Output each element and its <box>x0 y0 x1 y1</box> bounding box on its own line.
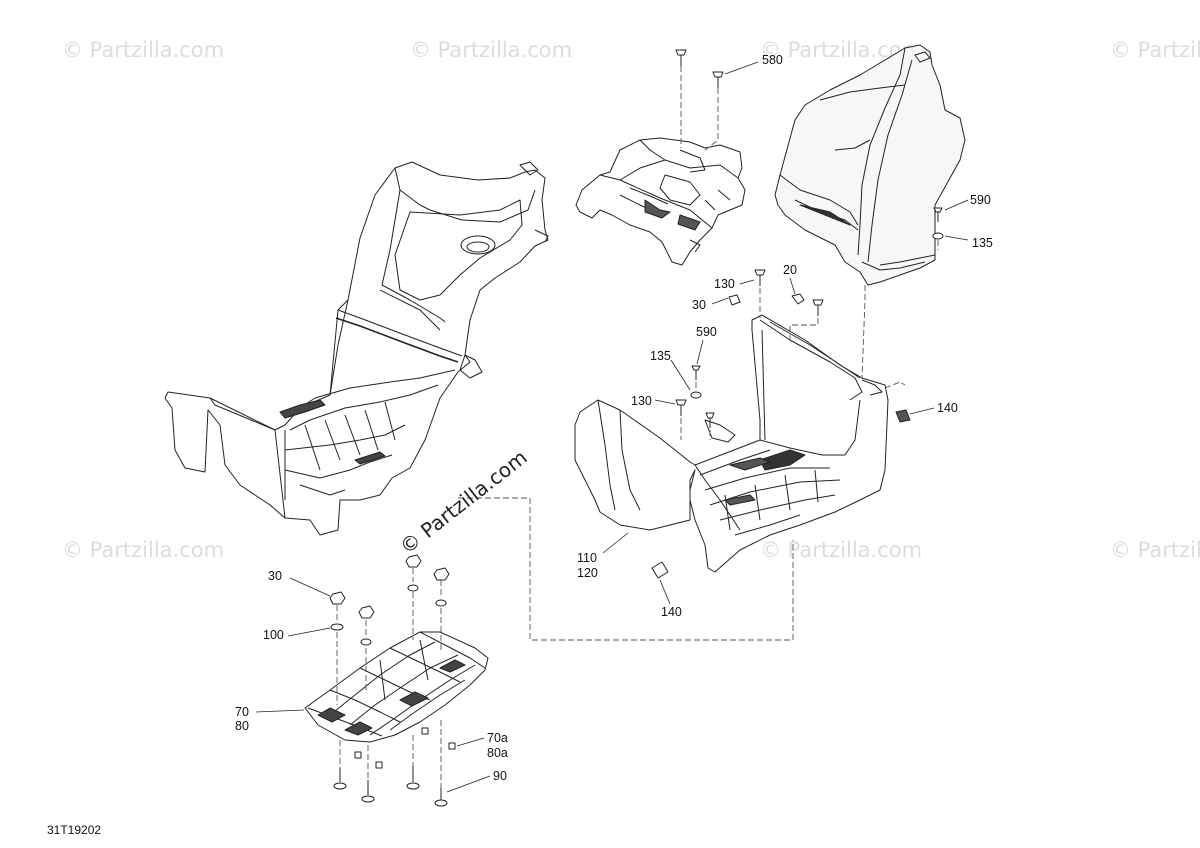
callout-135: 135 <box>972 236 993 250</box>
callout-140: 140 <box>661 605 682 619</box>
callout-135: 135 <box>650 349 671 363</box>
guide-lines <box>336 66 939 788</box>
watermark: © Partzilla.com <box>62 538 225 562</box>
callout-80: 80 <box>235 719 249 733</box>
leader-lines <box>255 61 969 793</box>
watermark: © Partzilla.com <box>62 38 225 62</box>
fasteners-bottom <box>329 554 456 807</box>
step-footwell-part <box>574 314 889 573</box>
callout-590: 590 <box>696 325 717 339</box>
callout-590: 590 <box>970 193 991 207</box>
callout-110: 110 <box>577 551 597 565</box>
watermark: © Partzilla.com <box>1110 38 1200 62</box>
callout-90: 90 <box>493 769 507 783</box>
left-fender-assembly <box>164 161 549 536</box>
watermark: © Partzilla.com <box>1110 538 1200 562</box>
rear-fender-panel <box>774 44 966 286</box>
diagram-code: 31T19202 <box>47 823 102 837</box>
callout-70a: 70a <box>487 731 508 745</box>
callout-100: 100 <box>263 628 284 642</box>
callout-70: 70 <box>235 705 249 719</box>
callout-120: 120 <box>577 566 598 580</box>
callout-30: 30 <box>692 298 706 312</box>
watermark: © Partzilla.com <box>760 538 923 562</box>
watermark: © Partzilla.com <box>410 38 573 62</box>
callout-80a: 80a <box>487 746 508 760</box>
fasteners <box>651 49 944 579</box>
callout-130: 130 <box>631 394 652 408</box>
callout-130: 130 <box>714 277 735 291</box>
callout-20: 20 <box>783 263 797 277</box>
callout-140: 140 <box>937 401 958 415</box>
bracket-part <box>575 137 746 266</box>
callout-580: 580 <box>762 53 783 67</box>
callout-30: 30 <box>268 569 282 583</box>
skid-plate <box>304 631 489 743</box>
